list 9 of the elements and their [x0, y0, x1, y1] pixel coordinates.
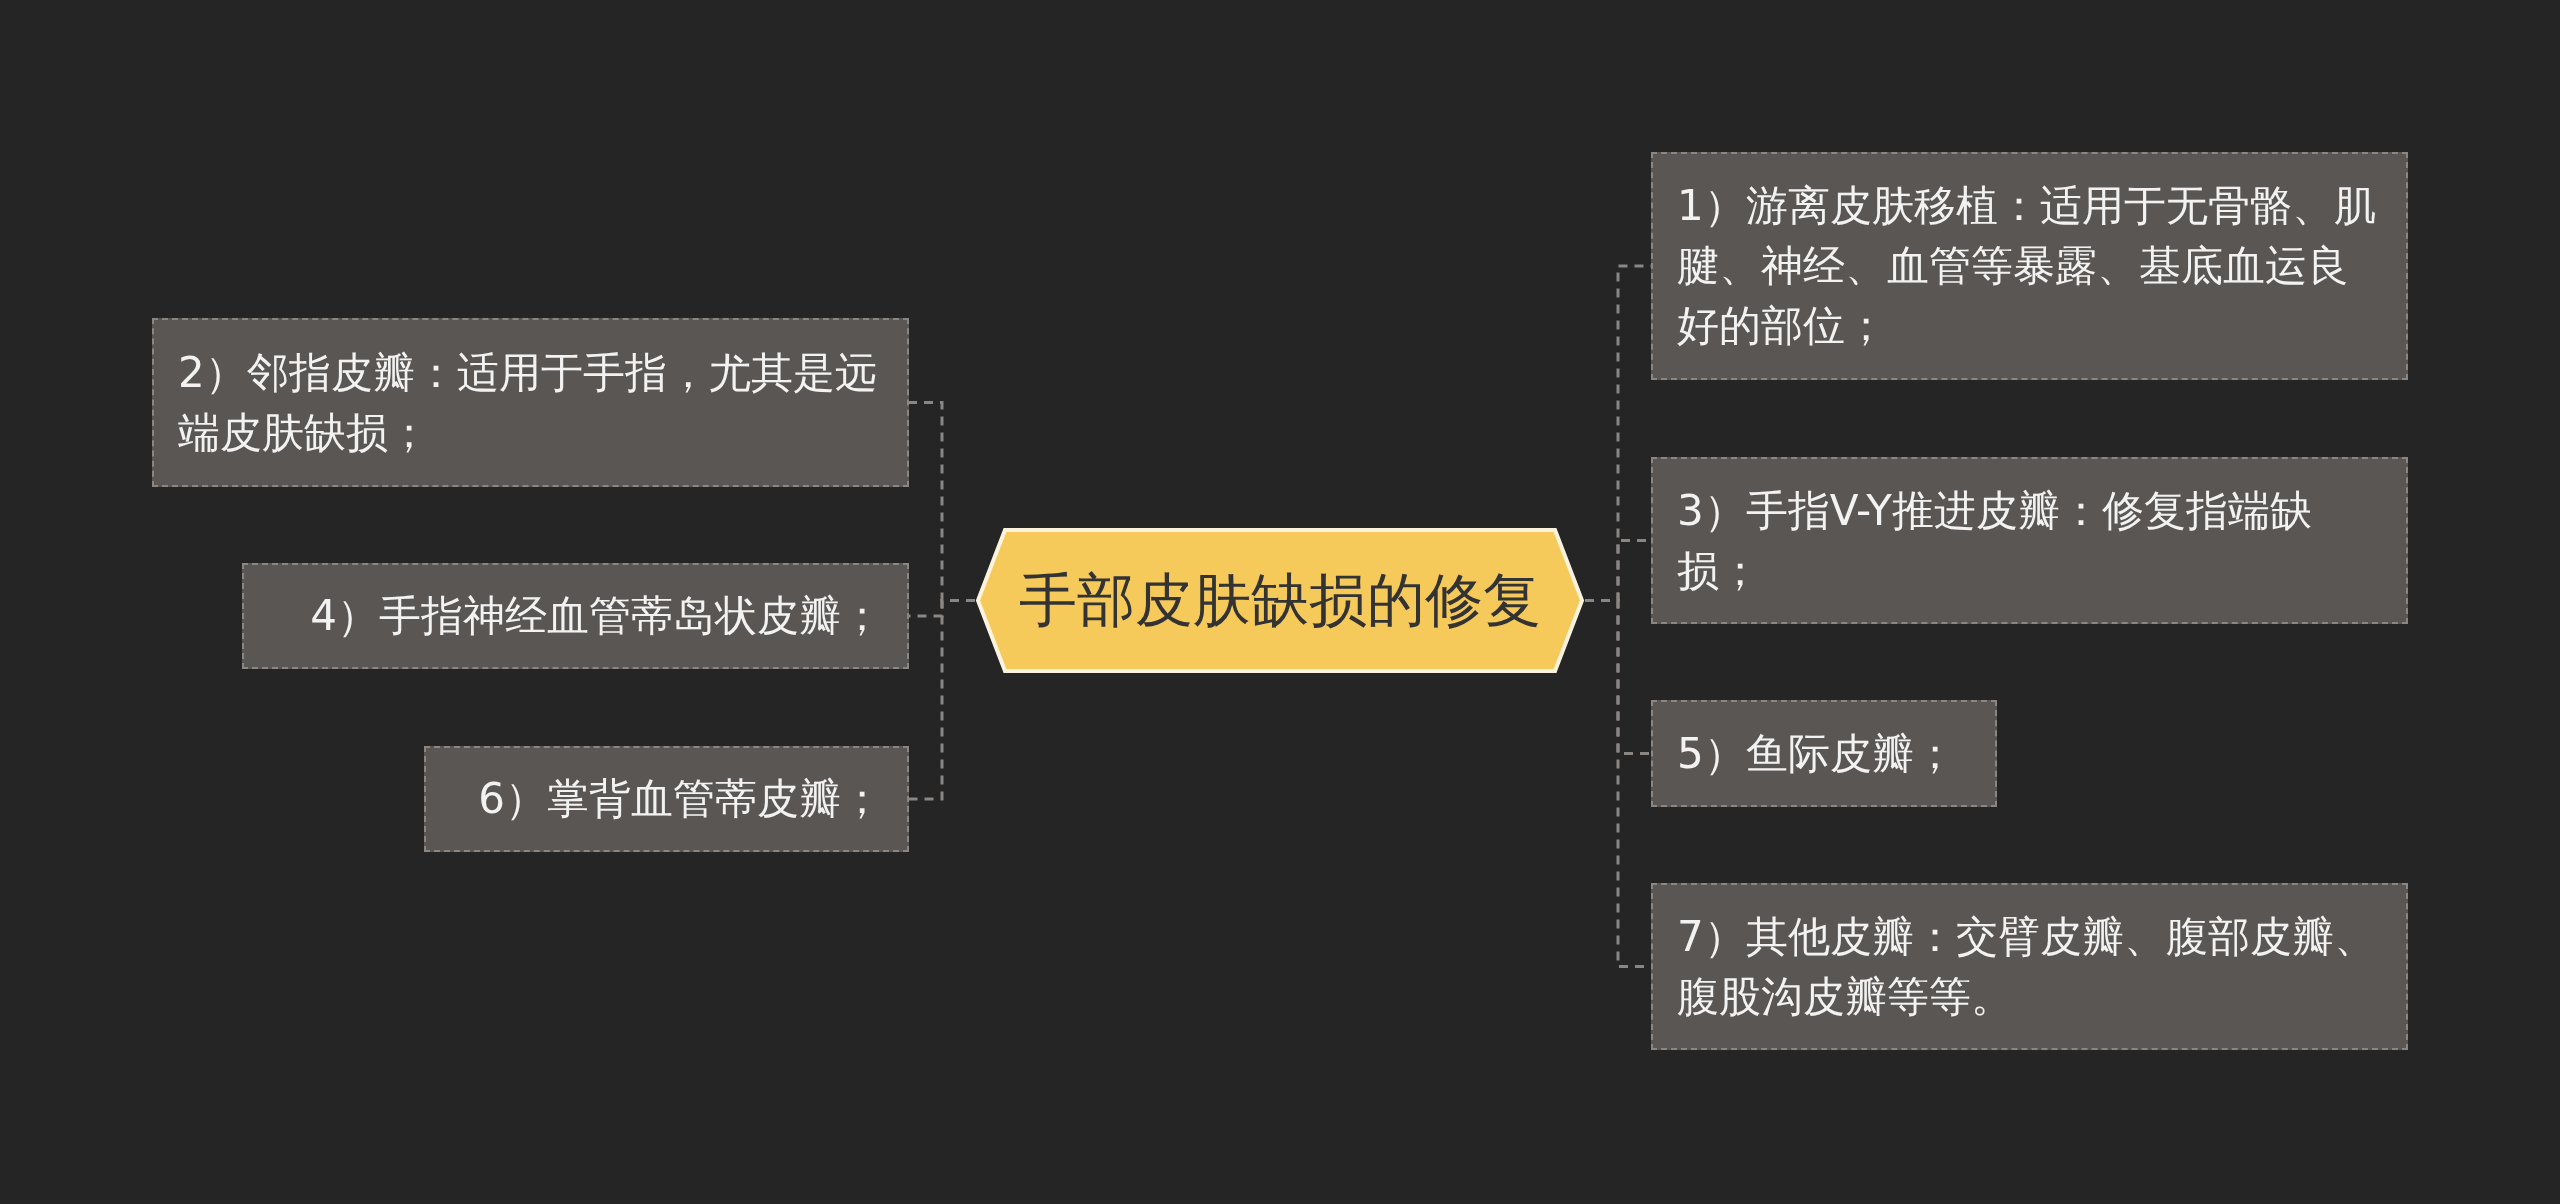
topic-box: 7）其他皮瓣：交臂皮瓣、腹部皮瓣、腹股沟皮瓣等等。 [1651, 883, 2408, 1050]
topic-hexagon: 手部皮肤缺损的修复 [975, 527, 1585, 674]
topic-box: 3）手指V-Y推进皮瓣：修复指端缺损； [1651, 457, 2408, 624]
topic-box: 4）手指神经血管蒂岛状皮瓣； [242, 563, 909, 669]
topic-box: 5）鱼际皮瓣； [1651, 700, 1997, 807]
topic-box: 6）掌背血管蒂皮瓣； [424, 746, 909, 852]
topic-box: 2）邻指皮瓣：适用于手指，尤其是远端皮肤缺损； [152, 318, 909, 487]
topic-box: 1）游离皮肤移植：适用于无骨骼、肌腱、神经、血管等暴露、基底血运良好的部位； [1651, 152, 2408, 380]
connector-line [909, 599, 975, 801]
